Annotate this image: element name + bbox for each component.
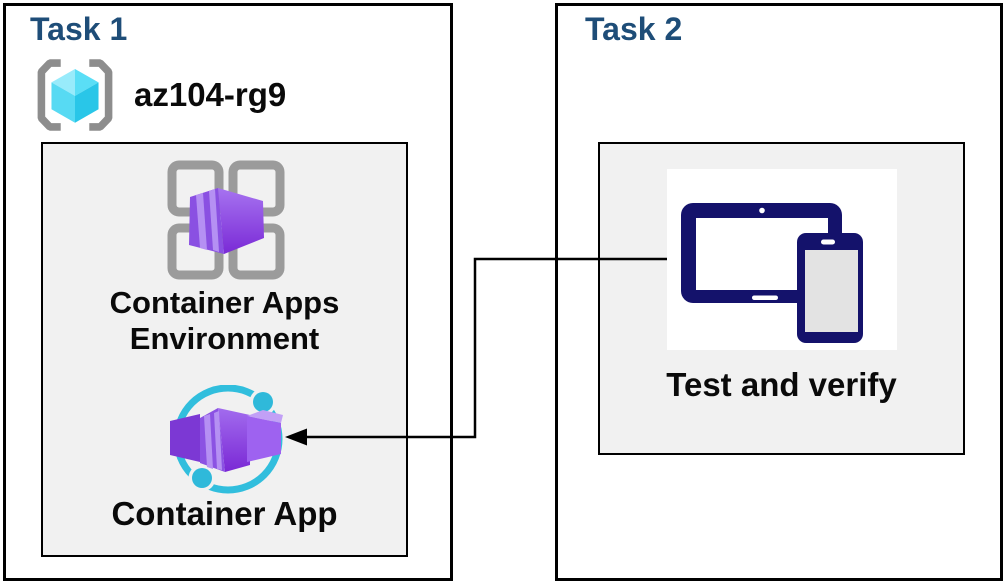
container-app-label: Container App [111,495,338,532]
resource-group-name: az104-rg9 [134,76,287,113]
task2-title: Task 2 [585,11,683,47]
task1-inner-panel: Container Apps Environment [41,142,408,557]
container-app-icon [170,385,283,494]
container-apps-environment-icon [167,160,285,280]
task2-box: Task 2 Test and verify [555,3,1003,581]
test-and-verify-label: Test and verify [666,366,897,403]
azure-resource-group-icon [37,59,113,131]
container-apps-environment-label-line2: Environment [129,321,320,356]
container-apps-environment-label: Container Apps Environment [43,285,406,357]
container-apps-environment-label-line1: Container Apps [109,285,340,320]
devices-plate [667,169,897,350]
resource-group-row: az104-rg9 [33,57,286,133]
tablet-and-phone-icon [681,203,863,343]
task1-box: Task 1 az104-rg9 [3,3,453,581]
task1-title: Task 1 [30,11,128,47]
task2-inner-panel: Test and verify [598,142,965,455]
